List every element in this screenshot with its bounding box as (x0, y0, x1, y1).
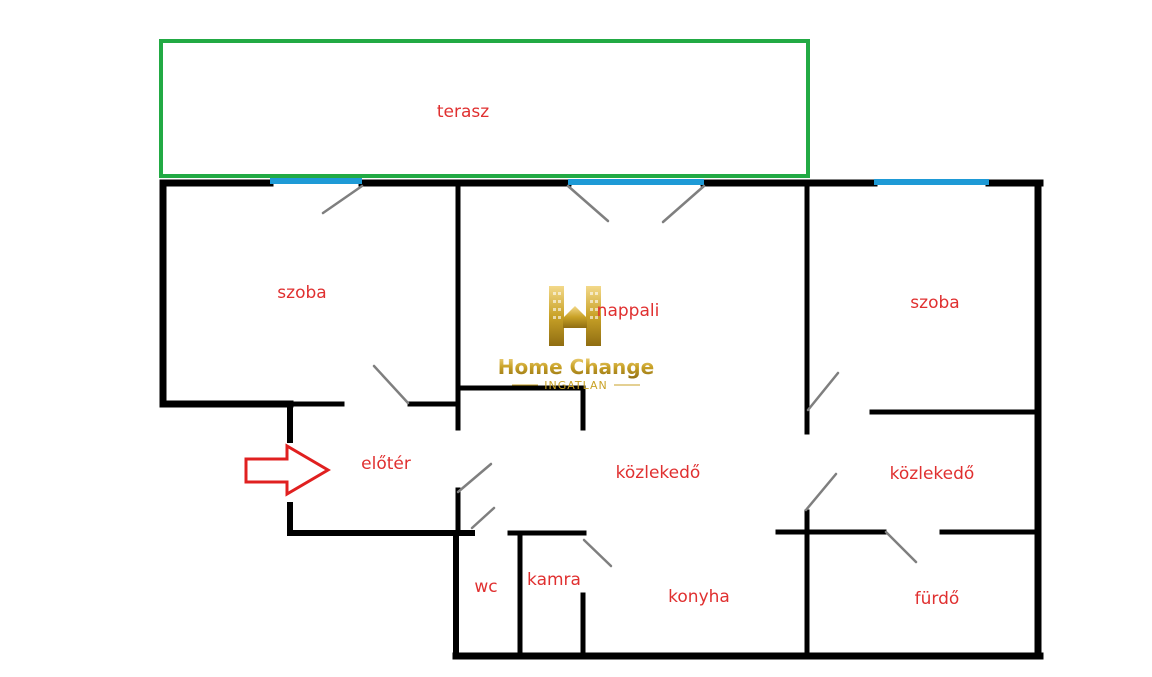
room-label-szoba-left: szoba (277, 283, 326, 303)
logo: Home Change INGATLAN (498, 286, 654, 392)
logo-name: Home Change (498, 355, 654, 379)
terrace-outline (159, 39, 810, 178)
room-label-kozlekedo-center: közlekedő (616, 463, 701, 483)
room-label-nappali: nappali (597, 301, 660, 321)
logo-sub: INGATLAN (544, 379, 608, 392)
arrow-right-icon (244, 443, 331, 497)
room-label-wc: wc (474, 577, 497, 597)
room-labels: terasz szoba nappali szoba előtér közlek… (277, 102, 974, 609)
walls (159, 179, 1044, 660)
room-label-furdo: fürdő (915, 589, 960, 609)
building-h-icon (549, 286, 601, 346)
room-label-kozlekedo-right: közlekedő (890, 464, 975, 484)
door-leaves (321, 184, 918, 568)
windows (270, 178, 989, 185)
room-label-konyha: konyha (668, 587, 730, 607)
room-label-terasz: terasz (437, 102, 489, 122)
room-label-eloter: előtér (361, 454, 411, 474)
room-label-kamra: kamra (527, 570, 581, 590)
room-label-szoba-right: szoba (910, 293, 959, 313)
